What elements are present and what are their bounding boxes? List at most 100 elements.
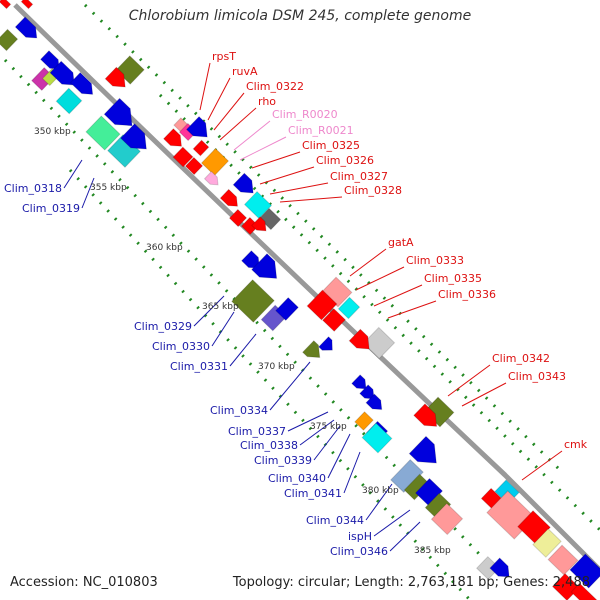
gene-label-leader (327, 433, 351, 479)
gene-label-right: gatA (388, 236, 414, 249)
gene-label-right: Clim_0342 (492, 352, 550, 365)
gene-label-right: rho (258, 95, 276, 108)
gene-label-leader (207, 77, 231, 121)
gene-feature-arrow (104, 66, 126, 88)
inner-dotted-track-2 (158, 93, 600, 532)
kbp-tick-label: 360 kbp (146, 243, 183, 253)
gene-label-left: Clim_0341 (284, 487, 342, 500)
gene-label-leader (251, 151, 301, 169)
gene-label-right: Clim_0343 (508, 370, 566, 383)
gene-label-leader (521, 450, 563, 481)
gene-label-right: Clim_0328 (344, 184, 402, 197)
gene-feature-arrow (251, 216, 267, 232)
gene-label-right: Clim_0336 (438, 288, 496, 301)
gene-feature-block (172, 146, 194, 168)
gene-feature-block (228, 208, 248, 228)
gene-feature-arrow (203, 170, 219, 186)
gene-label-leader (279, 196, 343, 203)
gene-label-leader (211, 311, 235, 347)
gene-label-left: Clim_0331 (170, 360, 228, 373)
gene-feature-block (306, 289, 338, 321)
gene-feature-block (85, 115, 121, 151)
gene-label-right: Clim_0326 (316, 154, 374, 167)
gene-label-left: Clim_0340 (268, 472, 326, 485)
gene-feature-arrow (232, 172, 254, 194)
gene-feature-arrow (318, 336, 333, 351)
gene-label-left: Clim_0337 (228, 425, 286, 438)
topology-summary-text: Topology: circular; Length: 2,763,181 bp… (232, 575, 590, 590)
gene-label-right: Clim_0335 (424, 272, 482, 285)
gene-feature-block (192, 139, 210, 157)
gene-feature-arrow (413, 403, 438, 427)
gene-label-left: Clim_0346 (330, 545, 388, 558)
kbp-tick-label: 385 kbp (414, 546, 451, 556)
gene-feature-block (200, 147, 230, 177)
gene-feature-block (275, 296, 299, 322)
gene-feature-block (231, 279, 275, 323)
inner-dotted-track-1 (83, 3, 562, 472)
gene-feature-arrow (301, 339, 321, 359)
gene-feature-block (547, 544, 579, 576)
gene-label-right: rpsT (212, 50, 236, 63)
label-leader-lines (63, 62, 563, 552)
gene-feature-block (243, 190, 273, 220)
gene-label-leader (365, 483, 393, 521)
gene-feature-arrow (162, 128, 183, 147)
kbp-tick-label: 355 kbp (90, 183, 127, 193)
gene-feature-arrow (359, 384, 375, 400)
kbp-tick-label: 365 kbp (202, 302, 239, 312)
gene-feature-block (532, 528, 562, 558)
gene-feature-block (240, 216, 260, 236)
gene-label-left: Clim_0338 (240, 439, 298, 452)
gene-feature-block (321, 307, 347, 333)
gene-labels: Clim_0318Clim_0319Clim_0329Clim_0330Clim… (4, 50, 588, 558)
gene-label-right: ruvA (232, 65, 258, 78)
gene-feature-block (569, 553, 600, 589)
gene-feature-arrow (408, 435, 437, 464)
gene-label-leader (461, 382, 507, 407)
gene-feature-block (337, 296, 361, 320)
gene-feature-block (430, 502, 464, 536)
gene-label-leader (269, 361, 311, 411)
gene-feature-arrow (14, 16, 38, 39)
gene-feature-block (475, 555, 501, 581)
gene-label-right: cmk (564, 438, 588, 451)
gene-feature-arrow (348, 328, 370, 350)
gene-label-left: Clim_0329 (134, 320, 192, 333)
gene-label-leader (447, 364, 491, 397)
gene-feature-block (570, 582, 598, 600)
gene-label-leader (213, 92, 245, 131)
accession-text: Accession: NC_010803 (10, 575, 158, 590)
gene-feature-arrow (365, 393, 383, 411)
gene-label-leader (355, 266, 405, 291)
gene-feature-arrow (351, 374, 367, 390)
gene-feature-block (551, 572, 581, 600)
gene-feature-arrow (69, 71, 94, 95)
kbp-tick-label: 380 kbp (362, 486, 399, 496)
gene-label-leader (229, 333, 257, 367)
kbp-tick-label: 375 kbp (310, 422, 347, 432)
genome-backbone (13, 3, 600, 572)
gene-feature-arrow (49, 60, 75, 86)
gene-label-left: Clim_0319 (22, 202, 80, 215)
gene-feature-arrow (489, 557, 510, 578)
gene-label-right: Clim_R0021 (288, 124, 354, 137)
gene-label-leader (219, 107, 257, 141)
gene-feature-block (20, 0, 34, 10)
gene-feature-arrow (185, 115, 208, 138)
gene-label-leader (373, 509, 411, 537)
gene-label-leader (373, 284, 423, 307)
gene-feature-block (354, 411, 374, 431)
gene-feature-arrow (219, 188, 239, 207)
gene-label-leader (349, 248, 387, 277)
gene-label-leader (299, 419, 335, 446)
gene-feature-arrow (103, 97, 133, 127)
gene-label-left: Clim_0334 (210, 404, 268, 417)
gene-label-leader (387, 300, 437, 319)
gene-label-leader (199, 62, 211, 111)
kbp-tick-label: 370 kbp (258, 362, 295, 372)
gene-feature-block (0, 28, 19, 52)
